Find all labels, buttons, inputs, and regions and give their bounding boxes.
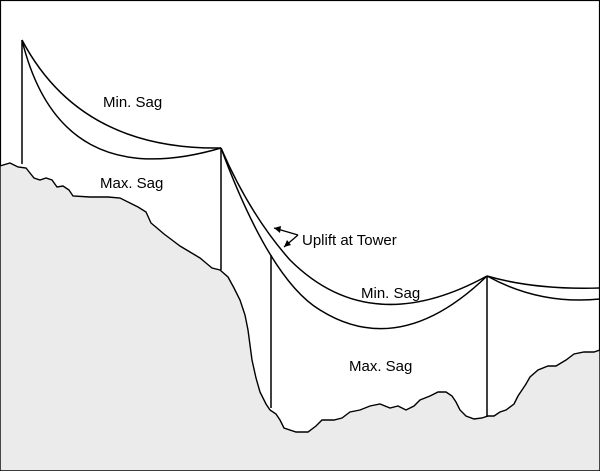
span1-min-sag-curve [21, 39, 222, 149]
label-uplift-at-tower: Uplift at Tower [302, 232, 397, 249]
label-max-sag-span1: Max. Sag [100, 175, 163, 192]
uplift-arrowhead-lower [284, 240, 291, 247]
label-min-sag-span1: Min. Sag [103, 94, 162, 111]
span3-max-sag-curve [486, 275, 600, 301]
span3-min-sag-curve [486, 275, 600, 289]
span1-max-sag-curve [21, 39, 222, 160]
label-min-sag-span2: Min. Sag [361, 285, 420, 302]
span2-min-sag-curve [220, 147, 488, 306]
label-max-sag-span2: Max. Sag [349, 358, 412, 375]
uplift-arrowhead-upper [274, 226, 281, 233]
span2-max-sag-curve [220, 147, 488, 330]
ground-terrain [0, 162, 600, 471]
